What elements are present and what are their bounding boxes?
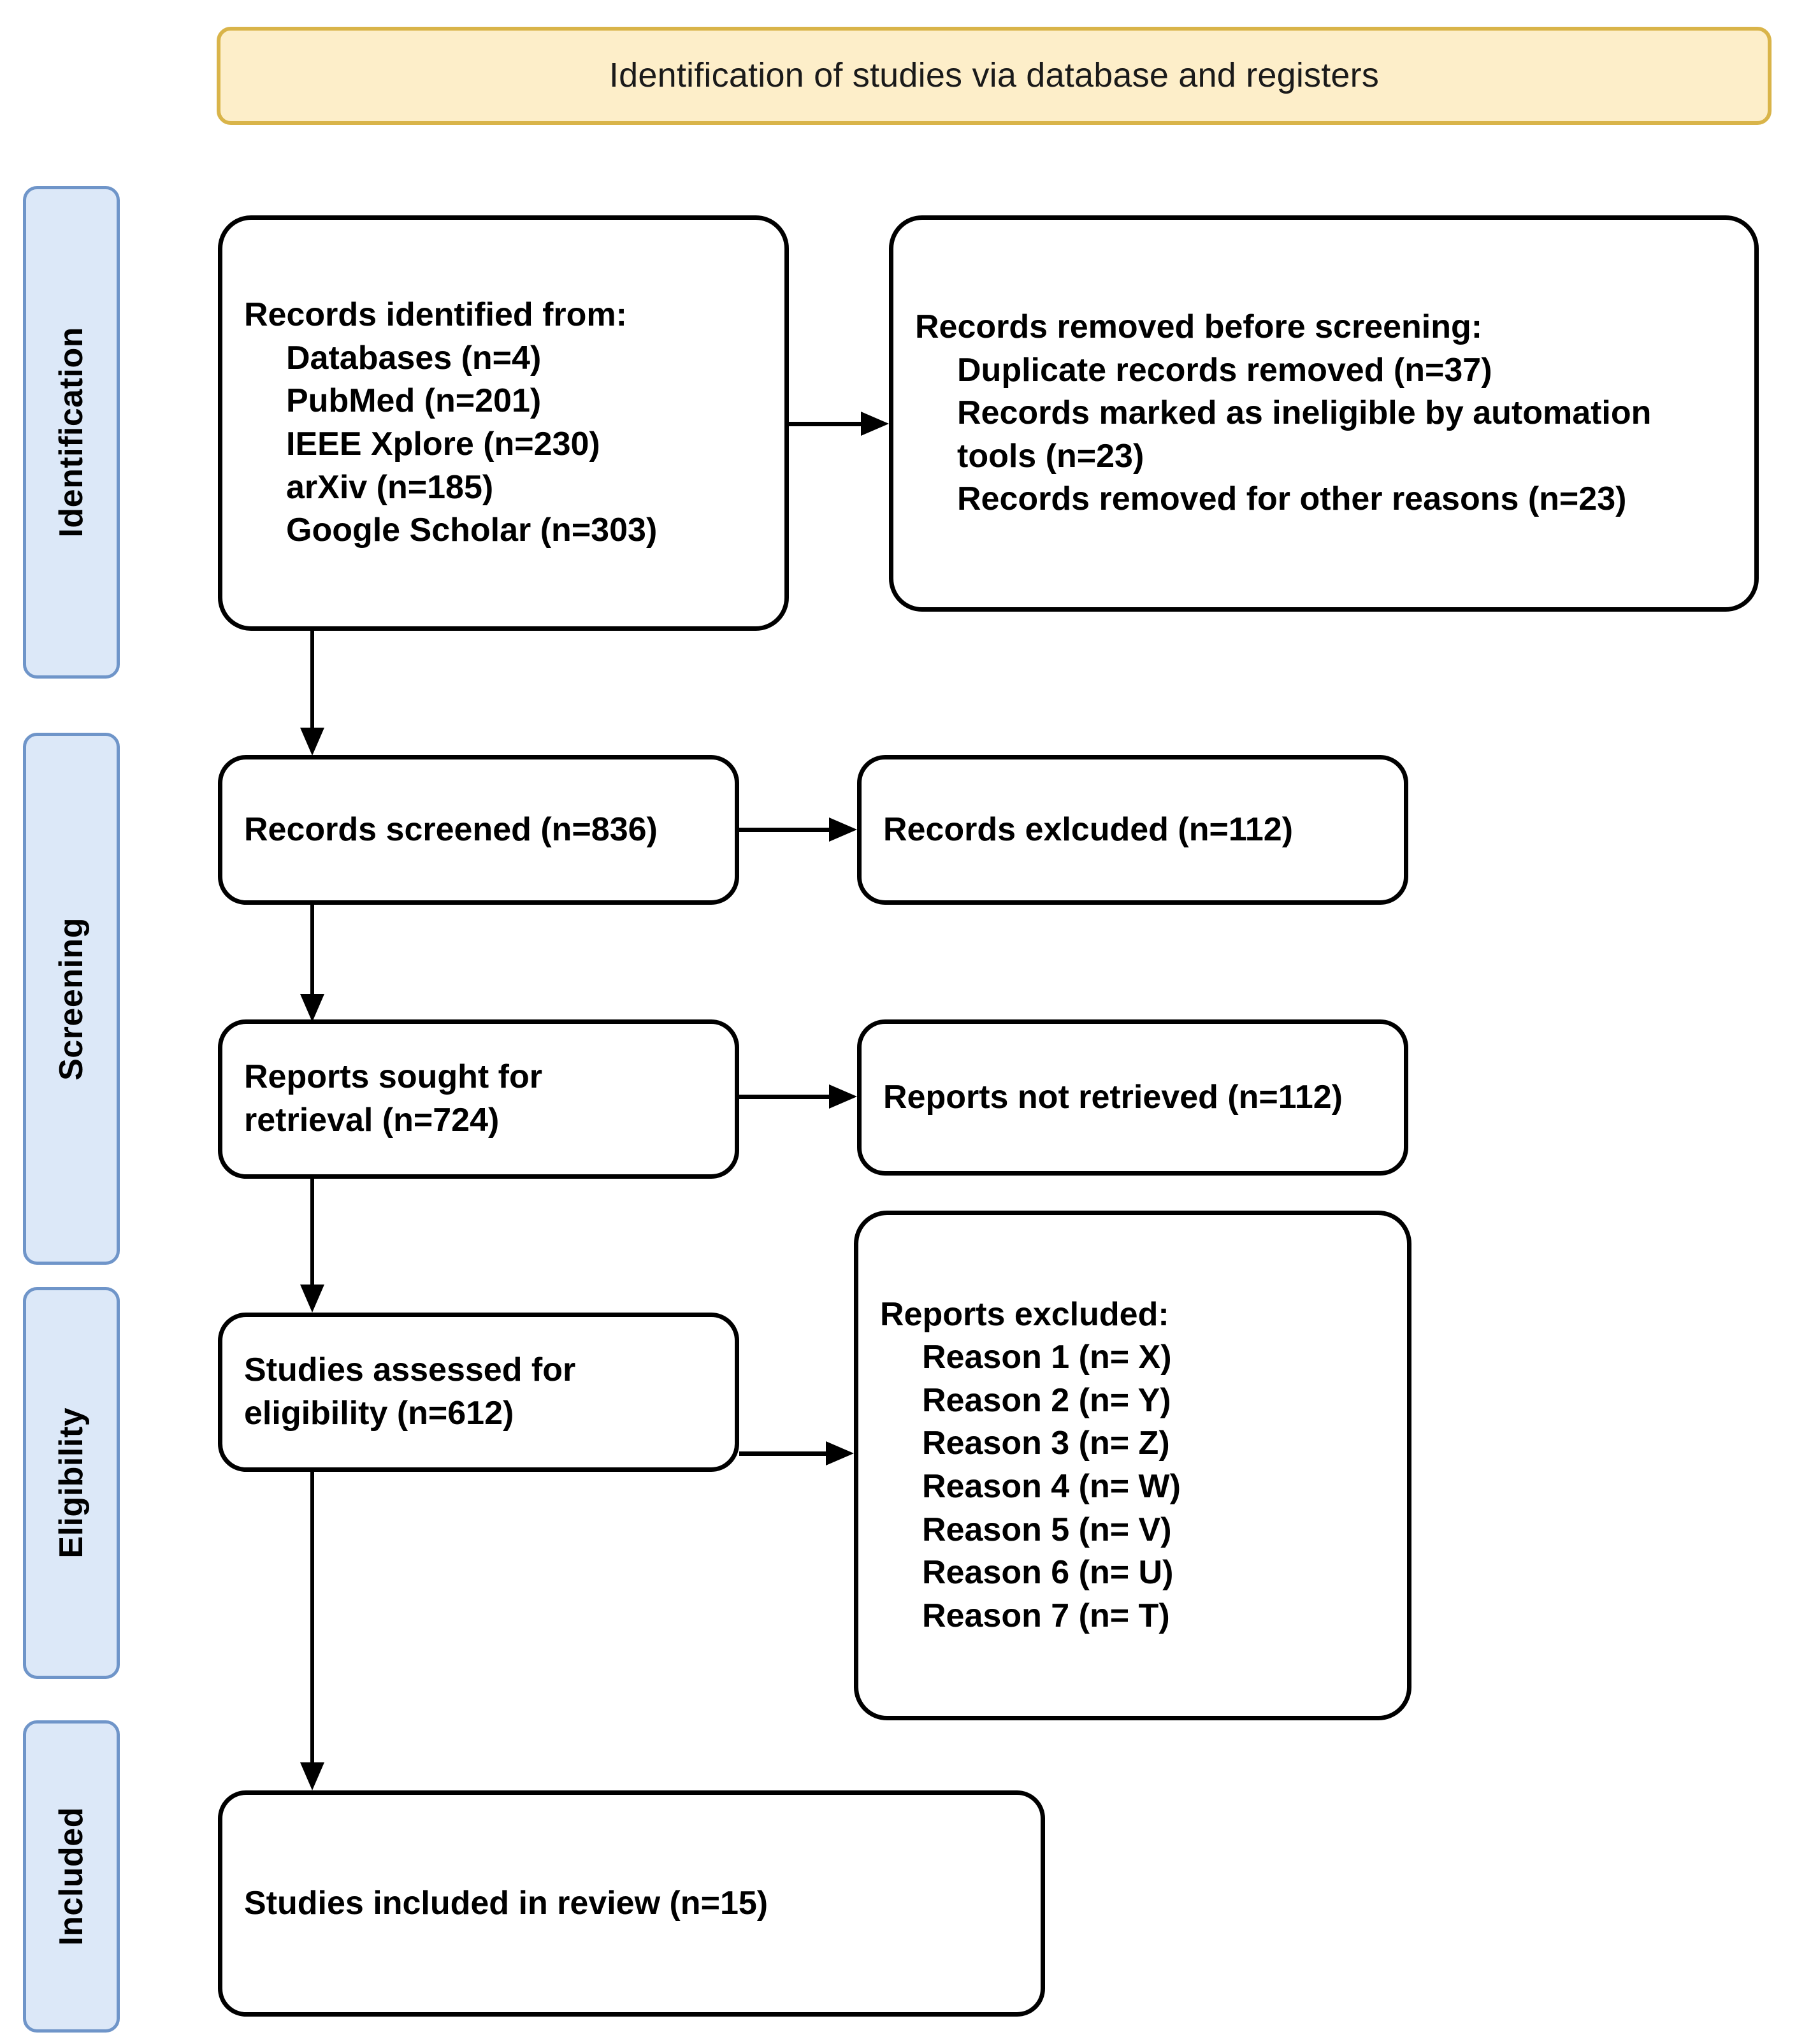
- connector-identified-to-screened: [310, 631, 314, 728]
- arrowhead-sought-to-not-retrieved: [829, 1084, 857, 1109]
- arrowhead-screened-to-sought: [300, 994, 324, 1022]
- records-removed-item: Records marked as ineligible by automati…: [957, 394, 1652, 475]
- reports-excluded-title: Reports excluded:: [880, 1295, 1169, 1333]
- stage-screening: Screening: [23, 733, 120, 1265]
- reports-excluded-item: Reason 4 (n= W): [922, 1468, 1181, 1505]
- arrowhead-identified-to-screened: [300, 728, 324, 756]
- box-reports-sought: Reports sought for retrieval (n=724): [218, 1019, 739, 1179]
- arrowhead-identified-to-removed: [861, 412, 889, 436]
- stage-identification-label: Identification: [53, 327, 90, 538]
- box-studies-assessed: Studies assessed for eligibility (n=612): [218, 1313, 739, 1472]
- arrowhead-assessed-to-included: [300, 1762, 324, 1790]
- connector-sought-to-not-retrieved: [739, 1095, 829, 1099]
- box-records-removed: Records removed before screening: Duplic…: [889, 215, 1759, 612]
- arrowhead-assessed-to-reports-excluded: [826, 1441, 854, 1465]
- box-records-screened: Records screened (n=836): [218, 755, 739, 905]
- reports-excluded-item: Reason 6 (n= U): [922, 1554, 1174, 1592]
- stage-eligibility: Eligibility: [23, 1287, 120, 1679]
- records-identified-item: IEEE Xplore (n=230): [286, 426, 600, 463]
- diagram-header-title: Identification of studies via database a…: [609, 56, 1380, 95]
- stage-included: Included: [23, 1720, 120, 2033]
- records-identified-item: arXiv (n=185): [286, 468, 494, 506]
- box-records-excluded: Records exlcuded (n=112): [857, 755, 1408, 905]
- records-identified-title: Records identified from:: [244, 296, 627, 334]
- diagram-header-banner: Identification of studies via database a…: [217, 27, 1772, 125]
- stage-included-label: Included: [53, 1807, 90, 1946]
- records-identified-item: Google Scholar (n=303): [286, 512, 658, 549]
- arrowhead-sought-to-assessed: [300, 1285, 324, 1313]
- records-removed-title: Records removed before screening:: [915, 308, 1483, 346]
- studies-assessed-line1: Studies assessed for: [244, 1351, 576, 1389]
- reports-excluded-item: Reason 1 (n= X): [922, 1339, 1172, 1376]
- reports-sought-line2: retrieval (n=724): [244, 1102, 500, 1139]
- records-identified-item: Databases (n=4): [286, 339, 542, 377]
- records-removed-item: Duplicate records removed (n=37): [957, 351, 1492, 389]
- stage-eligibility-label: Eligibility: [53, 1407, 90, 1558]
- studies-assessed-line2: eligibility (n=612): [244, 1395, 514, 1432]
- connector-assessed-to-included: [310, 1472, 314, 1762]
- records-screened-text: Records screened (n=836): [244, 810, 658, 848]
- reports-not-retrieved-text: Reports not retrieved (n=112): [883, 1078, 1343, 1116]
- box-records-identified: Records identified from: Databases (n=4)…: [218, 215, 789, 631]
- connector-sought-to-assessed: [310, 1179, 314, 1285]
- records-excluded-text: Records exlcuded (n=112): [883, 810, 1294, 848]
- records-removed-item: Records removed for other reasons (n=23): [957, 480, 1627, 518]
- studies-included-text: Studies included in review (n=15): [244, 1884, 769, 1922]
- reports-excluded-item: Reason 2 (n= Y): [922, 1381, 1171, 1419]
- connector-screened-to-excluded: [739, 828, 829, 832]
- records-identified-item: PubMed (n=201): [286, 382, 542, 420]
- stage-identification: Identification: [23, 186, 120, 679]
- connector-assessed-to-reports-excluded: [739, 1451, 826, 1456]
- box-studies-included: Studies included in review (n=15): [218, 1790, 1045, 2017]
- arrowhead-screened-to-excluded: [829, 817, 857, 842]
- stage-screening-label: Screening: [53, 917, 90, 1081]
- box-reports-excluded: Reports excluded: Reason 1 (n= X) Reason…: [854, 1211, 1411, 1720]
- reports-excluded-item: Reason 7 (n= T): [922, 1597, 1170, 1634]
- connector-screened-to-sought: [310, 905, 314, 994]
- reports-sought-line1: Reports sought for: [244, 1058, 542, 1096]
- reports-excluded-item: Reason 3 (n= Z): [922, 1425, 1170, 1462]
- box-reports-not-retrieved: Reports not retrieved (n=112): [857, 1019, 1408, 1176]
- reports-excluded-item: Reason 5 (n= V): [922, 1511, 1172, 1548]
- connector-identified-to-removed: [789, 422, 861, 426]
